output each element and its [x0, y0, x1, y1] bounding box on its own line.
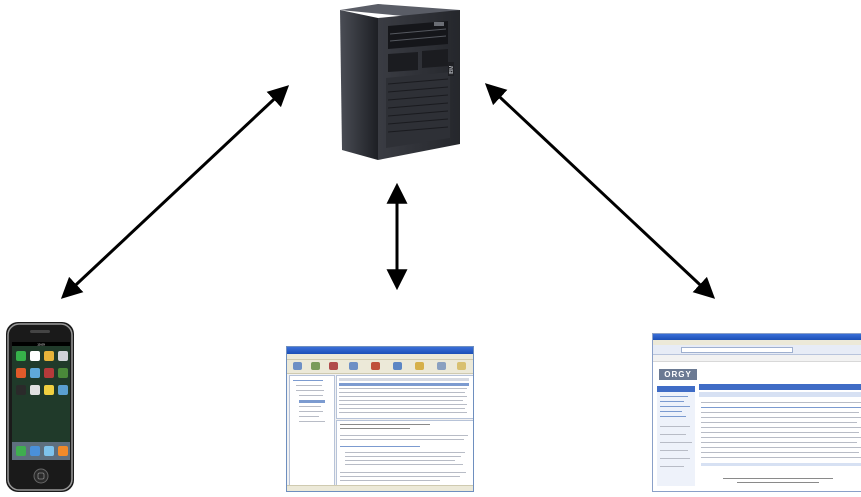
webmail-message-list: [699, 400, 861, 470]
server-tower-icon: IBM: [340, 4, 460, 160]
browser-titlebar: [653, 334, 861, 340]
arrow-server-to-web-mail: [484, 83, 716, 299]
window-titlebar: [287, 347, 473, 354]
browser-address-bar: [681, 347, 793, 353]
server-node: IBM: [336, 4, 462, 162]
webmail-logo: ORGY: [659, 369, 697, 380]
smartphone-icon: 10:09: [6, 322, 74, 492]
webmail-sidebar: [657, 386, 695, 486]
window-menubar: [287, 354, 473, 360]
browser-navbar: [653, 345, 861, 355]
arrow-server-to-phone: [60, 85, 290, 299]
webmail-tabs: [699, 392, 861, 397]
svg-text:IBM: IBM: [449, 66, 455, 75]
window-statusbar: [287, 485, 473, 491]
webmail-footer: [723, 477, 833, 485]
webmail-header-bar: [699, 384, 861, 390]
desktop-mail-node: [286, 346, 474, 492]
window-toolbar: [287, 360, 473, 374]
browser-bookmarks-bar: [653, 355, 861, 362]
svg-text:10:09: 10:09: [37, 343, 45, 347]
message-list-pane: [336, 375, 473, 419]
message-preview-pane: [336, 420, 473, 489]
folder-pane: [289, 375, 335, 489]
smartphone-node: 10:09: [0, 318, 76, 492]
browser-menubar: [653, 340, 861, 345]
web-mail-node: ORGY: [652, 333, 861, 492]
